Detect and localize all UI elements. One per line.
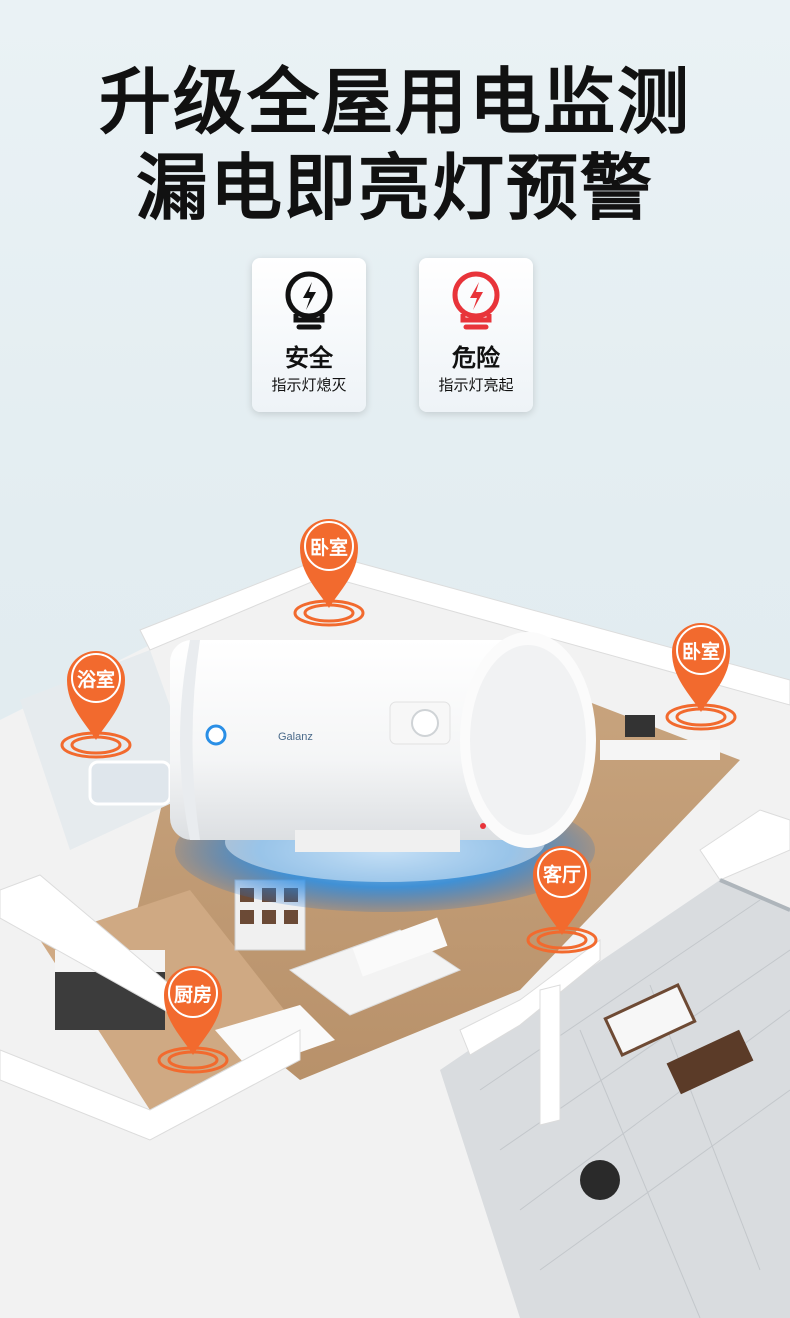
dining-table [215, 1005, 335, 1070]
danger-subtitle: 指示灯亮起 [438, 376, 514, 394]
danger-status-card: 危险 指示灯亮起 [419, 258, 533, 412]
bbq-grill [580, 1160, 620, 1200]
safe-status-card: 安全 指示灯熄灭 [252, 258, 366, 412]
danger-title: 危险 [452, 344, 500, 372]
kitchen-pin-label: 厨房 [173, 984, 212, 1006]
bedroom-desk [600, 740, 720, 760]
bathroom-pin [60, 650, 132, 759]
living-room-pin-label: 客厅 [542, 864, 581, 886]
glass-railing [719, 878, 790, 912]
terrace-floor [440, 880, 790, 1318]
bathroom-pin-label: 浴室 [76, 669, 115, 691]
bathtub [88, 760, 172, 806]
living-room-pin [526, 846, 598, 954]
terrace-sofa [603, 982, 697, 1058]
terrace-table [666, 1029, 754, 1095]
headline-line-1: 升级全屋用电监测 [98, 60, 691, 144]
safe-title: 安全 [285, 344, 333, 372]
safe-subtitle: 指示灯熄灭 [271, 376, 347, 394]
bedroom-pin-b [665, 623, 737, 731]
headline-line-2: 漏电即亮灯预警 [135, 146, 654, 230]
bedroom-pin-b-label: 卧室 [681, 641, 720, 663]
kitchen-pin [157, 966, 229, 1074]
water-heater [170, 632, 596, 852]
bedroom-pin-a [293, 519, 365, 627]
apartment-scene-illustration: Galanz [0, 519, 790, 1318]
bedroom-pin-a-label: 卧室 [309, 537, 348, 559]
bulb-lightning-icon [452, 271, 500, 330]
heater-brand-label: Galanz [278, 731, 313, 743]
bulb-lightning-icon [285, 271, 333, 330]
